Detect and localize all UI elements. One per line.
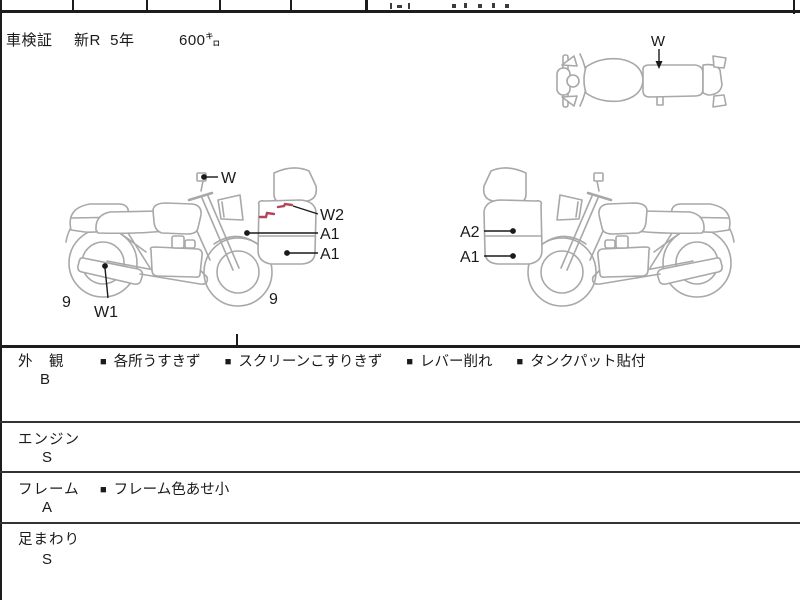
label-w2: W2 — [320, 207, 344, 224]
column-divider — [0, 0, 2, 11]
section-border — [0, 345, 800, 348]
right-mirror — [561, 95, 578, 107]
table-border-top — [0, 10, 800, 13]
clipped-text-fragment — [408, 3, 410, 9]
column-divider — [219, 0, 221, 11]
section-comments: ■フレーム色あせ小 — [100, 478, 249, 499]
comment-item: ■スクリーンこすりきず — [224, 354, 383, 370]
damage-point — [102, 263, 108, 269]
mileage-value: 600㌔ — [179, 32, 222, 49]
label-9-front: 9 — [269, 291, 278, 308]
damage-point — [510, 253, 516, 259]
label-a1: A1 — [460, 249, 480, 266]
clipped-text-fragment — [390, 3, 392, 9]
clipped-text-fragment — [464, 3, 467, 8]
section-name: フレーム — [18, 482, 80, 498]
clipped-text-fragment — [397, 5, 402, 8]
left-mirror — [561, 55, 578, 67]
bullet-square-icon: ■ — [100, 484, 107, 496]
section-border — [0, 471, 800, 473]
right-side-view-diagram: W W2 A1 A1 9 W1 9 — [62, 167, 344, 321]
table-border-left — [0, 10, 2, 600]
column-divider — [793, 0, 795, 14]
grade-value: S — [42, 449, 53, 466]
section-border — [0, 421, 800, 423]
comment-item: ■各所うすきず — [100, 354, 201, 370]
column-divider — [146, 0, 148, 11]
label-w: W — [221, 170, 237, 187]
clipped-text-fragment — [452, 4, 456, 8]
registration-value: 新R 5年 — [74, 32, 135, 49]
label-a1-lower: A1 — [320, 246, 340, 263]
grade-value: B — [40, 371, 51, 388]
comment-item: ■タンクパット貼付 — [516, 354, 646, 370]
clipped-text-fragment — [505, 4, 509, 8]
bullet-square-icon: ■ — [100, 356, 107, 368]
label-9-rear: 9 — [62, 294, 71, 311]
top-view-diagram: W — [556, 33, 727, 108]
seat-top — [642, 64, 704, 98]
section-border — [0, 522, 800, 524]
column-divider — [365, 0, 368, 11]
clipped-text-fragment — [492, 3, 495, 8]
clipped-text-fragment — [478, 4, 482, 8]
tail-top — [702, 63, 723, 96]
section-name: 足まわり — [18, 532, 80, 548]
column-divider — [290, 0, 292, 11]
column-divider — [72, 0, 74, 11]
leader-line — [292, 205, 319, 215]
label-a2: A2 — [460, 224, 480, 241]
rear-right-bar — [712, 94, 727, 108]
arrowhead — [655, 61, 663, 69]
grade-value: S — [42, 551, 53, 568]
damage-point — [284, 250, 290, 256]
bullet-square-icon: ■ — [406, 356, 414, 368]
column-divider-remnant — [236, 334, 238, 346]
label-a1-upper: A1 — [320, 226, 340, 243]
damage-point — [201, 174, 207, 180]
rear-left-bar — [712, 55, 727, 69]
damage-point — [244, 230, 250, 236]
damage-point — [510, 228, 516, 234]
label-w1: W1 — [94, 304, 118, 321]
left-side-view-diagram: A2 A1 — [460, 167, 736, 308]
bullet-square-icon: ■ — [224, 356, 232, 368]
comment-item: ■レバー削れ — [406, 354, 493, 370]
bullet-square-icon: ■ — [516, 356, 524, 368]
section-name: 外 観 — [18, 354, 65, 370]
section-name: エンジン — [18, 432, 80, 448]
fuel-tank-top — [583, 57, 644, 103]
inspection-cert-label: 車検証 — [6, 32, 53, 49]
section-comments: ■各所うすきず ■スクリーンこすりきず ■レバー削れ ■タンクパット貼付 — [100, 350, 665, 371]
leader-line — [104, 267, 109, 299]
comment-item: ■フレーム色あせ小 — [100, 482, 230, 498]
steering-head — [566, 74, 580, 88]
label-w: W — [651, 33, 666, 50]
grade-value: A — [42, 499, 53, 516]
damage-marks-w2 — [258, 202, 294, 219]
